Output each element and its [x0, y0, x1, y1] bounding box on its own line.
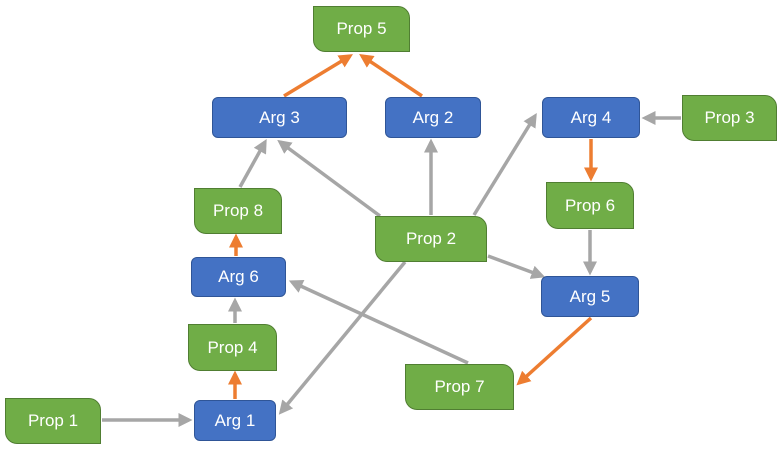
- edge-prop2-arg4: [472, 113, 537, 216]
- node-prop-2[interactable]: Prop 2: [375, 216, 487, 262]
- node-arg-6[interactable]: Arg 6: [191, 257, 286, 297]
- edge-prop2-arg5: [487, 254, 546, 279]
- node-prop-8[interactable]: Prop 8: [194, 188, 282, 234]
- node-prop-7[interactable]: Prop 7: [405, 364, 514, 410]
- edge-arg2-prop5: [359, 54, 423, 98]
- edge-arg3-prop5: [283, 54, 353, 98]
- node-arg-1[interactable]: Arg 1: [194, 400, 276, 441]
- node-prop-3[interactable]: Prop 3: [682, 95, 777, 141]
- node-prop-5[interactable]: Prop 5: [313, 6, 410, 52]
- node-prop-6[interactable]: Prop 6: [546, 182, 634, 229]
- edge-prop2-arg1: [278, 260, 407, 415]
- node-arg-3[interactable]: Arg 3: [212, 97, 347, 138]
- edge-prop8-arg3: [238, 138, 267, 188]
- edge-prop2-arg3: [277, 139, 382, 218]
- edge-arg5-prop7: [516, 316, 593, 386]
- node-arg-2[interactable]: Arg 2: [385, 97, 481, 138]
- node-prop-4[interactable]: Prop 4: [188, 324, 277, 371]
- node-arg-4[interactable]: Arg 4: [542, 97, 640, 138]
- edge-prop7-arg6: [288, 280, 469, 365]
- node-prop-1[interactable]: Prop 1: [5, 398, 101, 444]
- node-arg-5[interactable]: Arg 5: [541, 276, 639, 317]
